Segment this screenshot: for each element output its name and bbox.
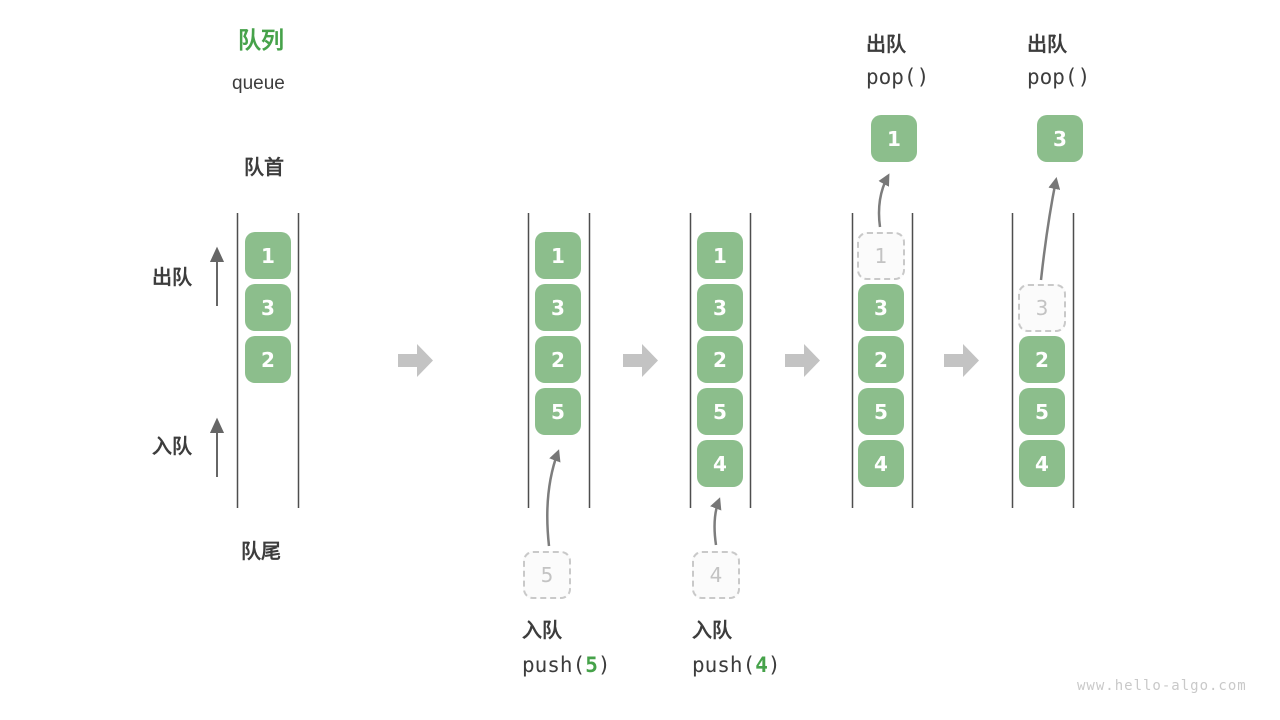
enqueue-op-label: 入队 [692,620,732,642]
pending-item: 4 [692,551,740,599]
queue-item: 1 [535,232,581,279]
curved-arrow-icon [546,173,1061,547]
queue-item: 4 [858,440,904,487]
queue-item: 1 [245,232,291,279]
label-enqueue-direction: 入队 [152,436,192,458]
label-queue-rear: 队尾 [241,541,281,563]
queue-item: 2 [245,336,291,383]
dequeue-op-label: 出队 [1027,34,1067,56]
queue-item: 2 [858,336,904,383]
queue-item: 4 [1019,440,1065,487]
queue-item: 3 [245,284,291,331]
queue-channel-lines [236,213,1075,508]
queue-item: 3 [535,284,581,331]
queue-item: 4 [697,440,743,487]
op-close: ) [597,653,611,677]
watermark: www.hello-algo.com [1077,678,1247,694]
op-fn: push( [522,653,586,677]
op-arg: 4 [755,653,768,677]
queue-item: 5 [858,388,904,435]
queue-item: 3 [697,284,743,331]
up-arrow-icon [209,246,225,477]
op-arg: 5 [585,653,598,677]
label-dequeue-direction: 出队 [152,267,192,289]
page-title: 队列 [238,27,284,53]
enqueue-op-code: push(4) [692,655,781,676]
ghost-item: 3 [1018,284,1066,332]
label-queue-front: 队首 [244,157,284,179]
pending-item: 5 [523,551,571,599]
queue-item: 1 [697,232,743,279]
popped-item: 3 [1037,115,1083,162]
queue-item: 3 [858,284,904,331]
op-close: ) [767,653,781,677]
op-fn: push( [692,653,756,677]
queue-item: 2 [697,336,743,383]
queue-item: 2 [1019,336,1065,383]
queue-item: 2 [535,336,581,383]
dequeue-op-label: 出队 [866,34,906,56]
enqueue-op-label: 入队 [522,620,562,642]
page-subtitle: queue [232,73,285,94]
enqueue-op-code: push(5) [522,655,611,676]
dequeue-op-code: pop() [866,65,930,89]
queue-item: 5 [535,388,581,435]
dequeue-op-code: pop() [1027,65,1091,89]
queue-item: 5 [1019,388,1065,435]
popped-item: 1 [871,115,917,162]
ghost-item: 1 [857,232,905,280]
queue-item: 5 [697,388,743,435]
